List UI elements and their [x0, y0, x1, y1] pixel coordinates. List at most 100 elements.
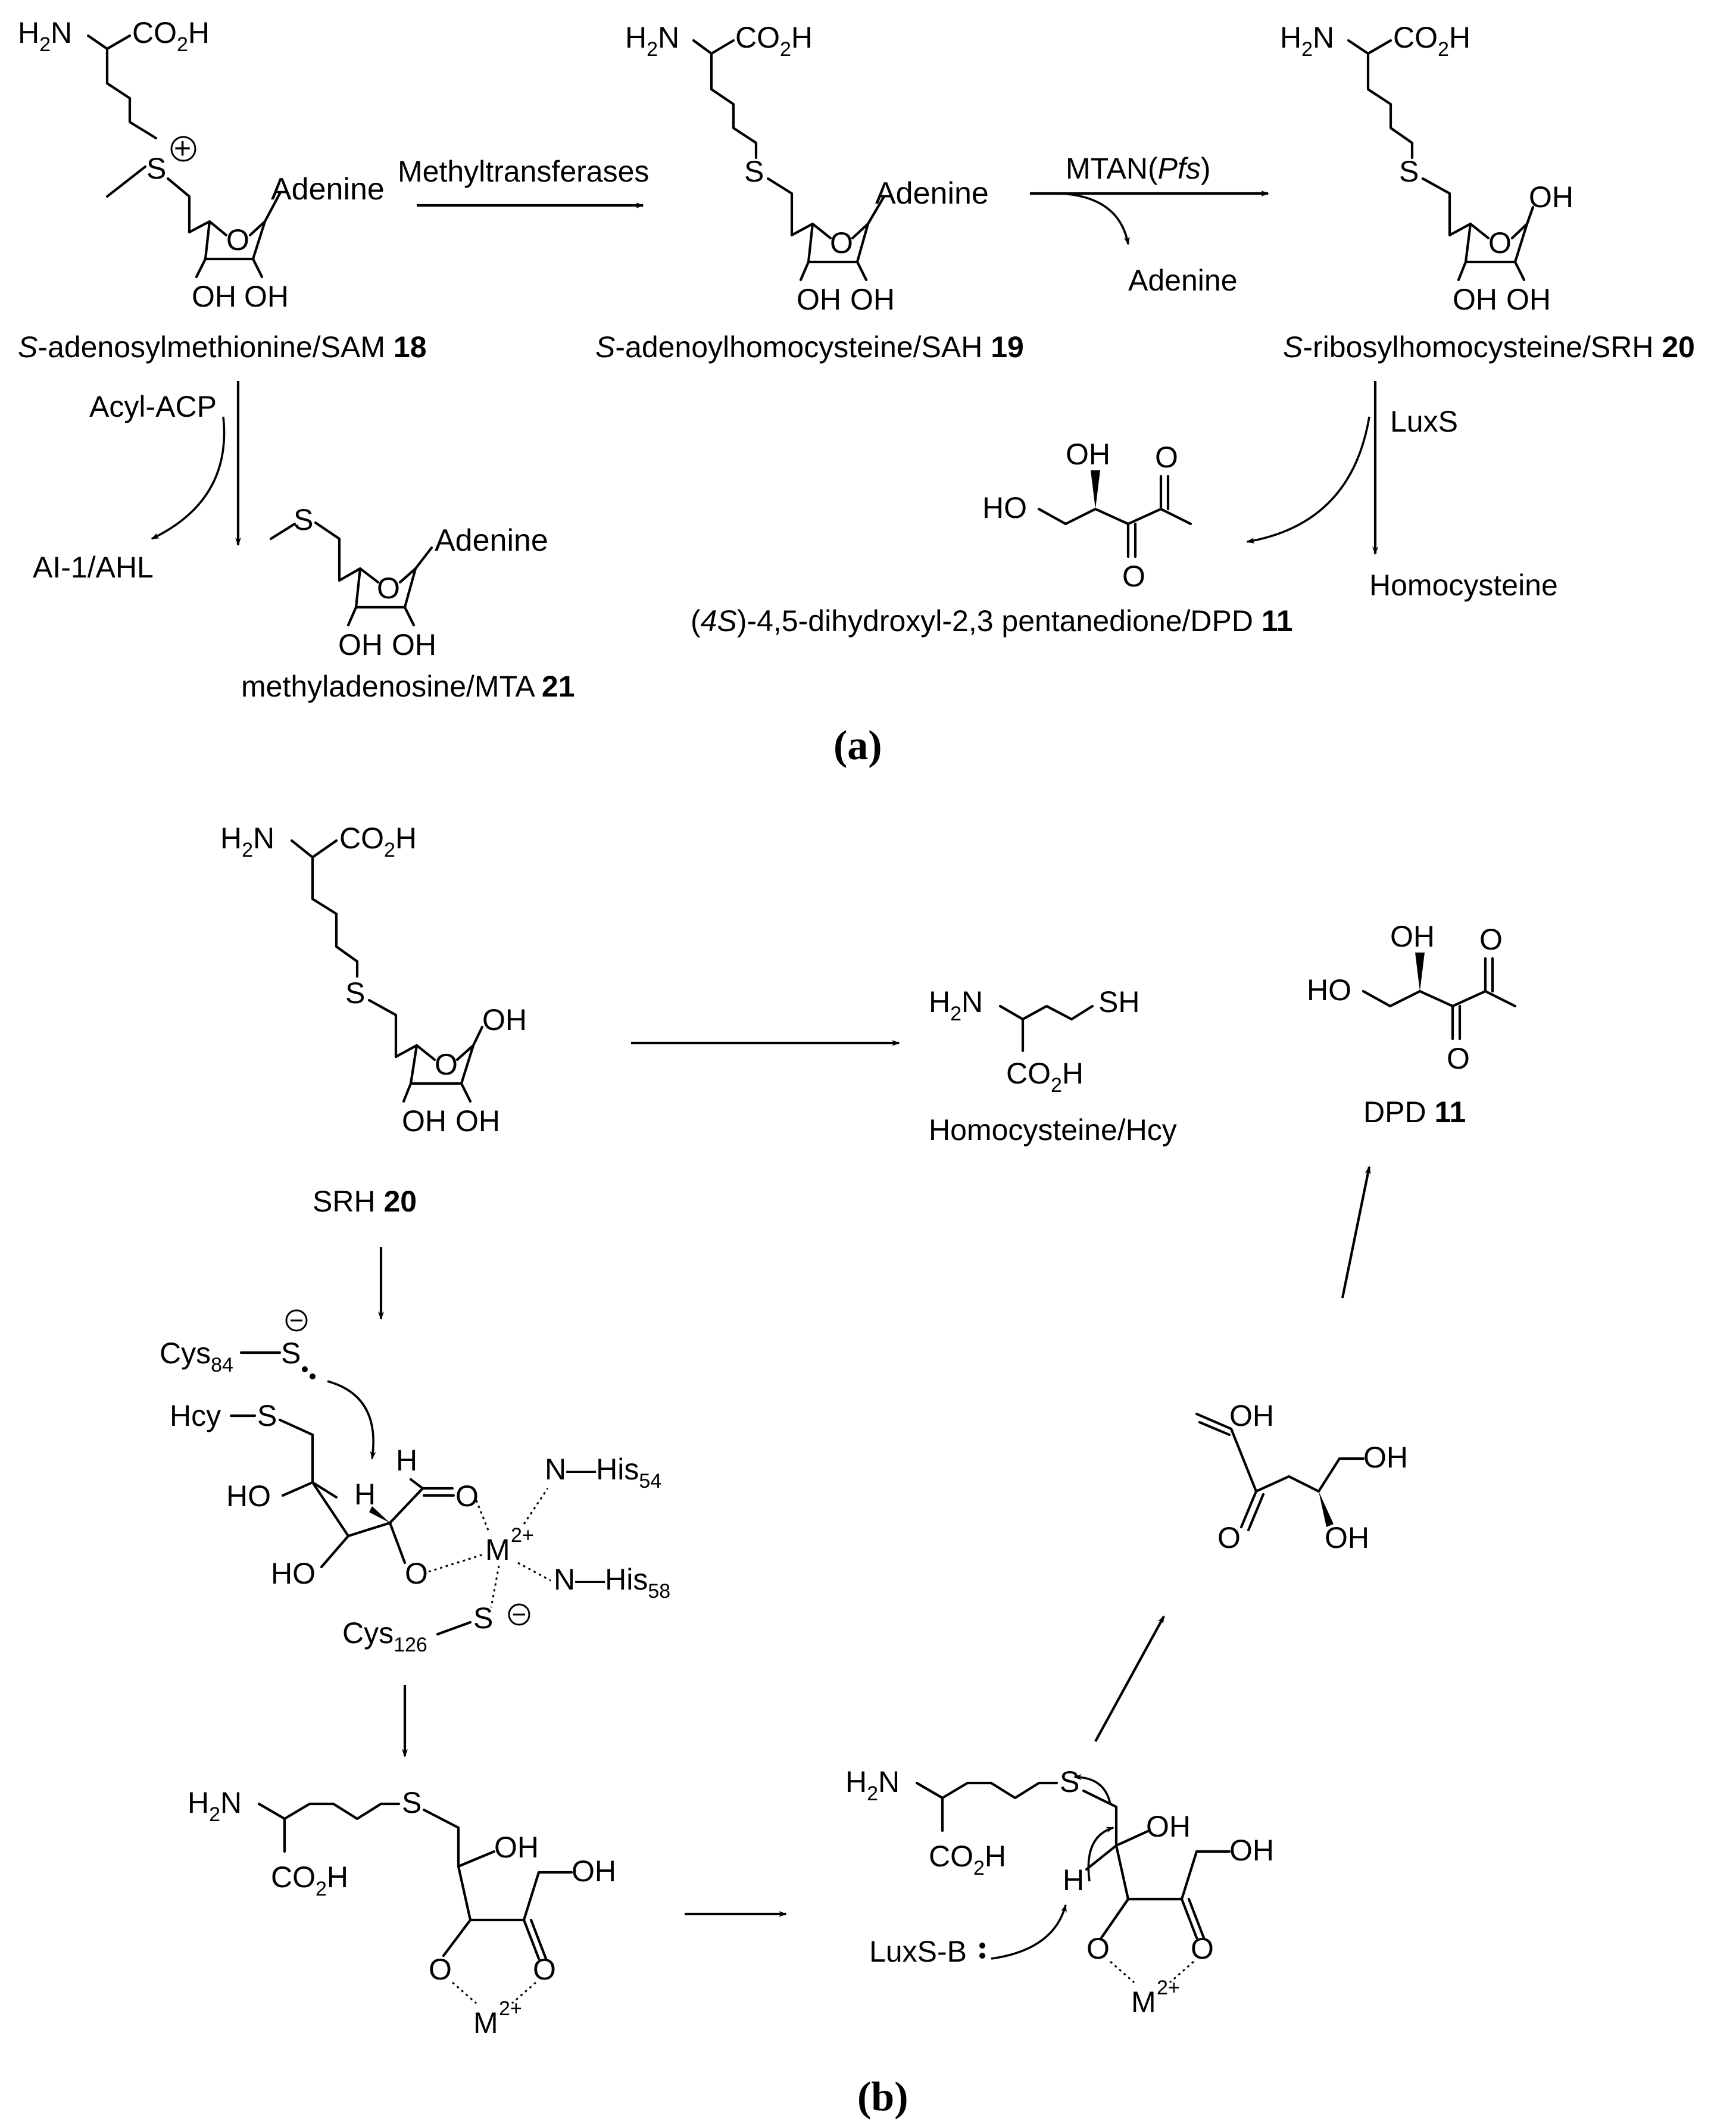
dpd-structure-b: HO OH O O DPD 11 — [1307, 920, 1517, 1129]
luxs-base-label: LuxS-B — [869, 1935, 967, 1968]
intermediate-1: H2N S CO2H OH OH O O M 2+ — [188, 1786, 616, 2040]
alkoxide-oxygen: O — [405, 1557, 428, 1590]
sam-co2h-label: CO2H — [132, 16, 210, 56]
hcy-name: Homocysteine/Hcy — [929, 1113, 1177, 1147]
enzyme-complex: Cys84 S Hcy S HO HO H H O O M 2+ N—His54… — [160, 1309, 670, 1656]
cys126-sulfur: S — [473, 1601, 493, 1635]
int1-oxygen-2: O — [533, 1953, 556, 1986]
hcy-co2h: CO2H — [1006, 1057, 1084, 1097]
hcy-s-label: Hcy — [170, 1399, 221, 1432]
sah-h2n-label: H2N — [625, 21, 679, 61]
coordination-bond — [523, 1488, 549, 1525]
int1-sulfur: S — [402, 1786, 421, 1819]
coordination-bond — [490, 1565, 500, 1608]
his58-label: N—His58 — [554, 1563, 670, 1603]
mtan-label: MTAN(Pfs) — [1066, 152, 1211, 185]
sah-structure: H2N CO2H S O Adenine OH OH S-adenoylhomo… — [595, 21, 1024, 364]
cys84-label: Cys84 — [160, 1337, 233, 1376]
srh-b-name: SRH 20 — [313, 1185, 417, 1218]
enol-ketone-oxygen: O — [1217, 1521, 1241, 1554]
complex-ho-1: HO — [226, 1479, 271, 1513]
luxs-label: LuxS — [1390, 405, 1458, 438]
cleavage-arrow — [1073, 1774, 1111, 1804]
sah-ring-oxygen: O — [830, 226, 853, 260]
sam-sulfonium-s: S — [146, 152, 166, 185]
int1-oxygen-1: O — [429, 1953, 452, 1986]
srh-ring-oxygen: O — [1488, 226, 1512, 260]
methyltransferases-label: Methyltransferases — [398, 155, 649, 188]
srh-b-ring-oxygen: O — [435, 1048, 458, 1081]
int2-metal-charge: 2+ — [1157, 1977, 1180, 1999]
srh-oh-right: OH — [1506, 283, 1551, 316]
int2-oh-2: OH — [1229, 1834, 1274, 1867]
coordination-bond — [517, 1562, 551, 1582]
dpd-b-ketone-o1: O — [1479, 923, 1503, 956]
negative-charge-icon — [508, 1603, 530, 1626]
int1-co2h: CO2H — [271, 1860, 348, 1900]
srh-co2h-label: CO2H — [1393, 21, 1470, 61]
mta-structure: S O Adenine OH OH methyladenosine/MTA 21 — [241, 503, 575, 703]
cys84-sulfur: S — [281, 1337, 301, 1370]
adenine-release-arrow — [1059, 192, 1130, 245]
lone-pair-dot — [310, 1373, 316, 1379]
electron-flow-arrow — [1087, 1826, 1114, 1882]
dpd-a-oh: OH — [1066, 438, 1110, 471]
dpd-a-name: (4S)-4,5-dihydroxyl-2,3 pentanedione/DPD… — [691, 604, 1293, 638]
ai1-formation-arrow — [151, 416, 226, 540]
deprotonation-arrow — [327, 1380, 376, 1460]
int2-oxygen-2: O — [1191, 1932, 1214, 1965]
int2-sulfur: S — [1060, 1765, 1079, 1799]
mta-oh-left: OH — [338, 628, 383, 661]
srh-structure-b: H2N CO2H S O OH OH OH SRH 20 — [220, 822, 527, 1218]
int2-co2h: CO2H — [929, 1840, 1006, 1879]
positive-charge-icon — [170, 136, 196, 162]
dpd-release-arrow — [1246, 416, 1370, 544]
sah-oh-right: OH — [850, 283, 895, 316]
dpd-a-ketone-o1: O — [1155, 441, 1178, 474]
mta-sulfur: S — [294, 503, 313, 536]
lone-pair-dot — [979, 1943, 985, 1949]
lone-pair-dot — [979, 1953, 985, 1959]
srh-anomeric-oh: OH — [1529, 180, 1573, 214]
srh-b-h2n: H2N — [220, 822, 274, 861]
adenine-byproduct-label: Adenine — [1128, 264, 1238, 297]
int2-h: H — [1063, 1863, 1084, 1897]
metal-charge: 2+ — [511, 1524, 534, 1547]
int2-to-enol-arrow — [1094, 1615, 1165, 1743]
srh-sulfur: S — [1399, 155, 1419, 188]
int1-metal: M — [473, 2006, 498, 2040]
panel-a-label: (a) — [833, 723, 882, 769]
srh-name: S-ribosylhomocysteine/SRH 20 — [1283, 330, 1695, 364]
intermediate-2: H2N S CO2H OH OH H O O M 2+ LuxS-B — [845, 1765, 1274, 2019]
dpd-b-ketone-o2: O — [1447, 1042, 1470, 1075]
lone-pair-dot — [302, 1366, 308, 1372]
dpd-b-name: DPD 11 — [1363, 1095, 1466, 1129]
mta-oh-right: OH — [392, 628, 436, 661]
srh-oh-left: OH — [1453, 283, 1497, 316]
mta-ring-oxygen: O — [377, 572, 400, 605]
coordination-bond — [428, 1553, 486, 1573]
acyl-acp-label: Acyl-ACP — [89, 390, 217, 423]
dpd-b-oh: OH — [1390, 920, 1435, 953]
srh-b-anomeric-oh: OH — [482, 1003, 527, 1036]
int2-oh-1: OH — [1146, 1810, 1191, 1843]
srh-b-oh-right: OH — [455, 1104, 500, 1138]
int1-oh-1: OH — [494, 1831, 539, 1864]
enol-intermediate: OH O OH OH — [1195, 1399, 1408, 1554]
homocysteine-label-a: Homocysteine — [1369, 569, 1558, 602]
sah-oh-left: OH — [797, 283, 841, 316]
sah-name: S-adenoylhomocysteine/SAH 19 — [595, 330, 1024, 364]
int2-h2n: H2N — [845, 1765, 900, 1805]
int2-oxygen-1: O — [1086, 1932, 1110, 1965]
sah-co2h-label: CO2H — [735, 21, 813, 61]
sah-sulfur: S — [744, 155, 764, 188]
srh-b-oh-left: OH — [402, 1104, 447, 1138]
hcy-s-sulfur: S — [257, 1399, 277, 1432]
int1-oh-2: OH — [572, 1854, 616, 1888]
enol-oh-2: OH — [1325, 1521, 1369, 1554]
int1-metal-charge: 2+ — [499, 1997, 522, 2020]
aldehyde-h: H — [396, 1444, 417, 1477]
hcy-h2n: H2N — [929, 985, 983, 1025]
aldehyde-oxygen: O — [455, 1479, 479, 1513]
int1-h2n: H2N — [188, 1786, 242, 1826]
